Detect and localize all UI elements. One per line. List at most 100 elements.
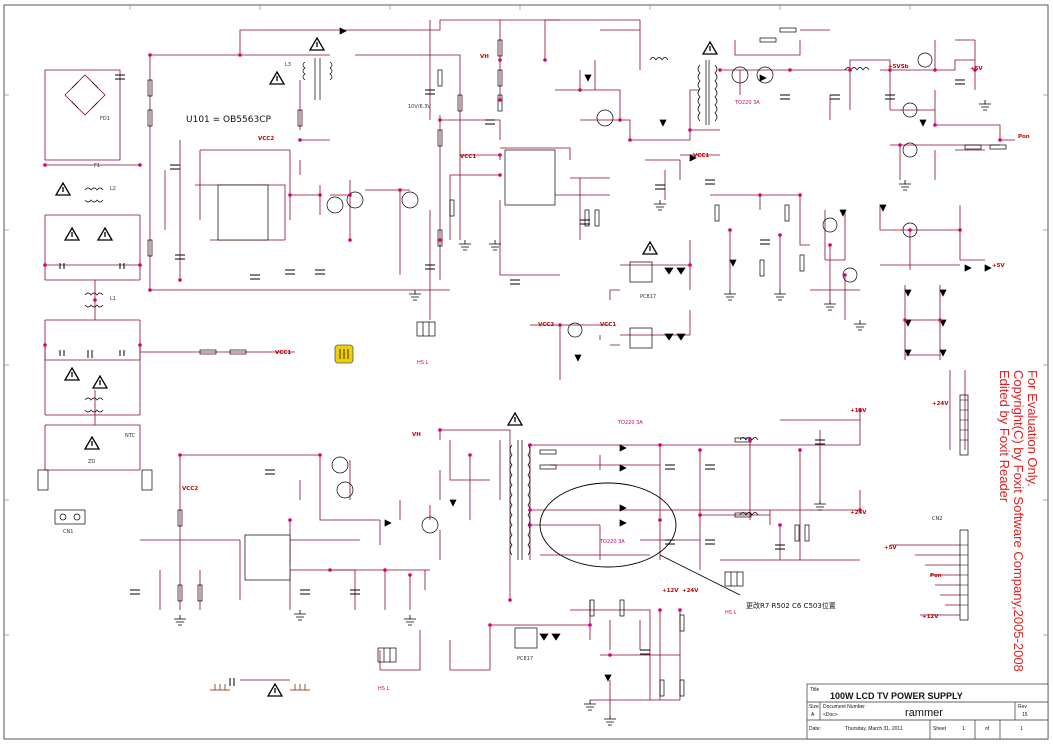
ac-input-connector <box>37 469 153 525</box>
warning-icon <box>96 226 114 241</box>
warning-icon <box>308 36 326 51</box>
warning-icon <box>641 240 659 255</box>
watermark-line3: For Evaluation Only. <box>1025 370 1040 487</box>
warning-icon <box>266 682 284 697</box>
components <box>37 27 1007 726</box>
net-vcc2: VCC2 <box>182 486 198 492</box>
label-heatsink: HS L <box>725 610 737 616</box>
label-l-pfc: L2 <box>110 186 116 192</box>
label-cap-voltage: 10V/6.3V <box>408 104 431 110</box>
warning-icon <box>701 40 719 55</box>
flyback-transformer <box>302 58 333 100</box>
connector-cn-right <box>959 394 969 456</box>
resistors <box>147 27 1007 697</box>
net-plus5vsb: +5VSb <box>888 64 909 70</box>
doc-number-label: Document Number <box>823 704 865 710</box>
net-vh: VH <box>480 54 489 60</box>
capacitors <box>59 74 965 686</box>
of-value: 1 <box>1020 726 1023 732</box>
part-labels: TO220 3A TO220 3A TO220 3A F1 FD1 L1 L2 … <box>63 62 942 692</box>
main-transformer-bottom <box>509 440 531 560</box>
title-label: Title <box>810 687 819 693</box>
date-label: Date: <box>809 726 821 732</box>
net-plus12v: +12V <box>850 408 867 414</box>
warning-triangles <box>54 36 719 697</box>
warning-icon <box>91 374 109 389</box>
change-note: 更改R7 R502 C6 C503位置 <box>746 601 836 610</box>
rev-label: Rev <box>1018 704 1027 710</box>
evaluation-watermark: Edited by Foxit Reader Copyright(C) by F… <box>997 370 1040 672</box>
net-vcc2: VCC2 <box>258 136 274 142</box>
author-name: rammer <box>905 707 943 719</box>
watermark-line1: Edited by Foxit Reader <box>997 370 1012 503</box>
of-label: of <box>985 726 990 732</box>
doc-number-value: <Doc> <box>823 712 838 718</box>
ground-symbols <box>174 100 991 726</box>
sheet-label: Sheet <box>933 726 947 732</box>
title-value: 100W LCD TV POWER SUPPLY <box>830 691 963 701</box>
border-ticks <box>4 5 1048 636</box>
rev-value: 15 <box>1022 712 1028 718</box>
transistors <box>326 52 933 534</box>
junction-dots <box>43 53 1002 657</box>
chassis-ground-right <box>290 684 310 691</box>
label-heatsink: HS L <box>378 686 390 692</box>
net-plus5v: +5V <box>992 263 1005 269</box>
net-vcc1: VCC1 <box>275 350 291 356</box>
label-cn2: CN2 <box>932 516 942 522</box>
title-block <box>806 683 1049 740</box>
label-to220: TO220 3A <box>734 100 760 106</box>
label-pc817: PC817 <box>517 656 533 662</box>
label-pc817: PC817 <box>640 294 656 300</box>
ic-u101 <box>217 184 269 241</box>
warning-icon <box>268 70 286 85</box>
net-pon: Pon <box>930 573 942 579</box>
warning-icon <box>83 435 101 450</box>
label-zd: ZD <box>88 459 95 465</box>
label-to220: TO220 3A <box>599 539 625 545</box>
ic-main-label: U101 = OB5563CP <box>186 115 271 125</box>
watermark-line2: Copyright(C) by Foxit Software Company,2… <box>1011 370 1026 672</box>
label-ntc: NTC <box>125 433 136 439</box>
net-plus24v: +24V <box>932 401 949 407</box>
net-labels: VCC1 VCC1 VCC1 VCC1 VCC2 VCC2 VCC2 VH VH… <box>182 54 1030 620</box>
sheet-border <box>3 4 1049 740</box>
net-vcc1: VCC1 <box>693 153 709 159</box>
net-vh: VH <box>412 432 421 438</box>
diodes <box>339 27 992 682</box>
chassis-ground-left <box>210 684 230 691</box>
change-highlight-ellipse <box>539 482 677 568</box>
label-fuse: F1 <box>94 163 100 169</box>
label-l-out: L3 <box>285 62 291 68</box>
inductors <box>649 57 870 516</box>
date-value: Thursday, March 31, 2011 <box>845 726 903 732</box>
ic-u201 <box>504 149 556 206</box>
note-icon[interactable] <box>334 344 354 364</box>
wires <box>44 19 1015 715</box>
warning-icon <box>506 411 524 426</box>
net-plus12v: +12V <box>662 588 679 594</box>
net-plus5v: +5V <box>884 545 897 551</box>
warning-icon <box>63 226 81 241</box>
optocouplers <box>514 261 686 649</box>
common-mode-chokes <box>84 187 104 413</box>
ic-u301 <box>244 534 291 581</box>
label-bridge: FD1 <box>100 116 110 122</box>
label-l-in: L1 <box>110 296 116 302</box>
net-pon: Pon <box>1018 134 1030 140</box>
main-transformer-top <box>697 60 718 125</box>
heatsink-clips <box>377 321 744 663</box>
label-cn1: CN1 <box>63 529 73 535</box>
warning-icon <box>54 181 72 196</box>
net-vcc1: VCC1 <box>600 322 616 328</box>
net-plus24v: +24V <box>682 588 699 594</box>
change-leader-line <box>659 554 741 596</box>
net-plus24v: +24V <box>850 510 867 516</box>
bridge-diodes <box>71 81 99 109</box>
size-value: A <box>811 712 815 718</box>
sheet-value: 1 <box>962 726 965 732</box>
net-plus12v: +12V <box>922 614 939 620</box>
net-plus5v: +5V <box>970 66 983 72</box>
net-vcc1: VCC1 <box>460 154 476 160</box>
